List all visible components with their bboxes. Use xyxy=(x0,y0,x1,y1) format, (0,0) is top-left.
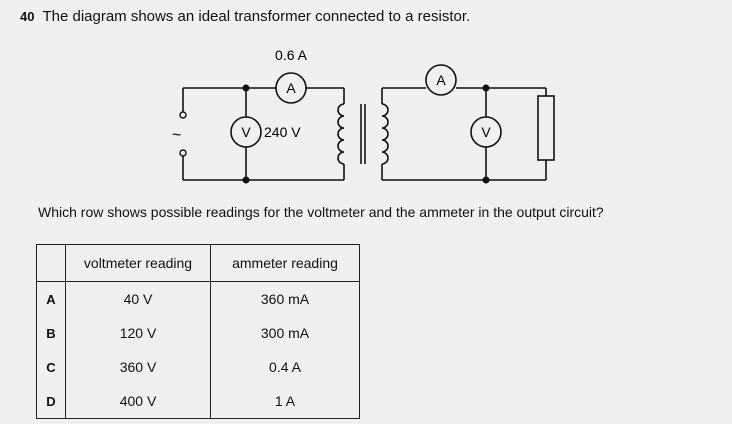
answer-table: voltmeter reading ammeter reading A 40 V… xyxy=(36,244,360,419)
table-row: C 360 V 0.4 A xyxy=(36,350,360,384)
question-header: 40 The diagram shows an ideal transformer… xyxy=(20,8,470,25)
secondary-ammeter-symbol: A xyxy=(436,72,446,88)
table-header-row: voltmeter reading ammeter reading xyxy=(36,244,360,282)
primary-ammeter-symbol: A xyxy=(286,80,296,96)
row-voltmeter: 120 V xyxy=(65,316,211,350)
header-ammeter: ammeter reading xyxy=(210,244,360,282)
row-option: B xyxy=(36,316,66,350)
row-voltmeter: 40 V xyxy=(65,281,211,316)
row-option: A xyxy=(36,281,66,316)
resistor xyxy=(537,95,555,161)
row-voltmeter: 400 V xyxy=(65,384,211,419)
secondary-ammeter xyxy=(425,64,457,96)
primary-ammeter xyxy=(275,72,307,104)
sub-question: Which row shows possible readings for th… xyxy=(38,204,604,220)
header-option xyxy=(36,244,66,282)
secondary-voltmeter xyxy=(470,116,502,148)
table-row: B 120 V 300 mA xyxy=(36,316,360,350)
transformer-circuit-diagram: ~ A 0.6 A V 240 V A V xyxy=(172,47,555,184)
table-row: A 40 V 360 mA xyxy=(36,281,360,316)
input-voltage-label: 240 V xyxy=(264,124,301,140)
junction-dot xyxy=(242,84,250,92)
row-ammeter: 300 mA xyxy=(210,316,360,350)
question-number: 40 xyxy=(20,9,35,24)
supply-terminal xyxy=(179,111,187,119)
row-option: C xyxy=(36,350,66,384)
junction-dot xyxy=(242,176,250,184)
junction-dot xyxy=(482,84,490,92)
primary-voltmeter xyxy=(230,116,262,148)
question-text: The diagram shows an ideal transformer c… xyxy=(42,8,471,25)
ac-supply-symbol: ~ xyxy=(172,127,181,144)
table-row: D 400 V 1 A xyxy=(36,384,360,419)
primary-voltmeter-symbol: V xyxy=(241,124,251,140)
junction-dot xyxy=(482,176,490,184)
row-ammeter: 360 mA xyxy=(210,281,360,316)
input-current-label: 0.6 A xyxy=(275,47,308,63)
supply-terminal xyxy=(179,149,187,157)
row-ammeter: 0.4 A xyxy=(210,350,360,384)
secondary-voltmeter-symbol: V xyxy=(481,124,491,140)
header-voltmeter: voltmeter reading xyxy=(65,244,211,282)
row-ammeter: 1 A xyxy=(210,384,360,419)
row-option: D xyxy=(36,384,66,419)
row-voltmeter: 360 V xyxy=(65,350,211,384)
